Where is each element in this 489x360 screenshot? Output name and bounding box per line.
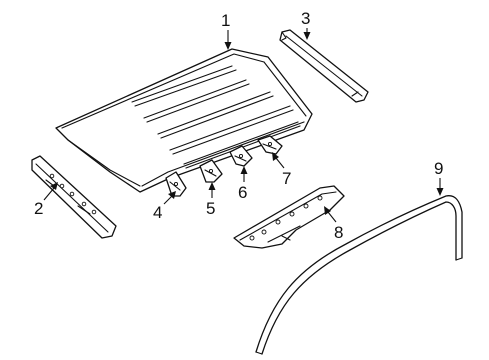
callout-9: 9	[434, 159, 443, 178]
callout-3: 3	[301, 9, 310, 28]
leader-lines	[43, 28, 444, 223]
callout-8: 8	[334, 223, 343, 242]
part-6-bow-bracket	[229, 145, 253, 167]
part-8-rear-header	[233, 185, 345, 249]
callout-1: 1	[221, 11, 230, 30]
part-9-weatherstrip	[255, 195, 463, 355]
part-1-roof-panel	[55, 48, 313, 193]
part-5-bow-bracket	[199, 159, 223, 183]
callout-2: 2	[34, 199, 43, 218]
part-7-rear-bracket	[257, 135, 283, 155]
callout-7: 7	[282, 169, 291, 188]
part-2-front-header	[31, 155, 117, 239]
part-4-bow-bracket	[165, 171, 187, 197]
callout-4: 4	[153, 203, 162, 222]
part-3-roof-rail	[279, 29, 369, 103]
callout-6: 6	[238, 183, 247, 202]
callout-5: 5	[206, 199, 215, 218]
